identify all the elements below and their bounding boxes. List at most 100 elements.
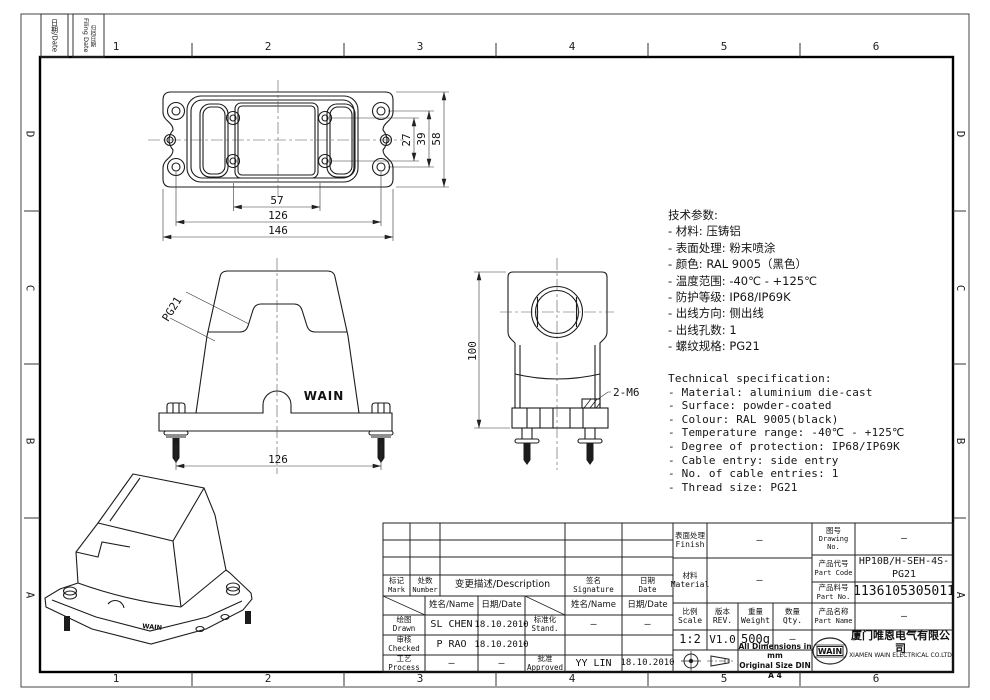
tech-note-zh: - 温度范围: -40℃ - +125℃ (668, 273, 817, 288)
row-drawn-date: 18.10.2010 (474, 619, 529, 630)
row-approved-name: YY LIN (575, 657, 612, 669)
drawing-no-label: 图号 Drawing No. (818, 525, 849, 552)
filing-date-zh: 归档日期 (89, 24, 96, 47)
zone-number-bottom-2: 2 (264, 672, 272, 685)
tech-note-zh: - 出线孔数: 1 (668, 322, 737, 337)
row-approved-date: 18.10.2010 (620, 658, 675, 669)
top-view-dimensions (162, 91, 449, 241)
zone-number-bottom-5: 5 (720, 672, 728, 685)
row-stand-date: – (644, 619, 651, 631)
zone-number-top-3: 3 (416, 40, 424, 53)
company-name-en: XIAMEN WAIN ELECTRICAL CO.LTD (849, 651, 952, 659)
part-no-label: 产品料号 Part No. (816, 583, 851, 601)
tech-notes-zh-title: 技术参数: (668, 208, 718, 222)
dim-inner-width: 57 (270, 194, 283, 207)
dim-total-height: 58 (430, 132, 443, 145)
tech-note-zh: - 螺纹规格: PG21 (668, 339, 760, 354)
tech-note-zh: - 颜色: RAL 9005（黑色） (668, 257, 808, 272)
rev-header-mark: 标记 Mark (388, 576, 405, 594)
filing-date-en: Filing Date (82, 18, 91, 53)
tech-note-zh: - 防护等级: IP68/IP69K (668, 290, 791, 305)
tech-note-en: - No. of cable entries: 1 (668, 467, 839, 481)
scale-label: 比例 Scale (677, 606, 703, 626)
date-box: 日期/Date (50, 18, 59, 53)
brand-front: WAIN (304, 389, 345, 403)
subheader-name-1: 姓名/Name (429, 599, 474, 610)
zone-letter-left-b: B (24, 437, 37, 445)
zone-number-top-1: 1 (112, 40, 120, 53)
drawing-no-value: – (900, 533, 908, 545)
subheader-date-2: 日期/Date (627, 599, 668, 610)
weight-value: 500g (741, 632, 770, 647)
zone-letter-right-b: B (954, 437, 968, 445)
tech-note-en: - Material: aluminium die-cast (668, 385, 873, 399)
rev-header-date: 日期 Date (638, 575, 657, 594)
zone-number-top-5: 5 (720, 40, 728, 53)
tech-note-zh: - 材料: 压铸铝 (668, 224, 741, 239)
row-stand-name: – (590, 619, 597, 631)
row-checked-label: 审核 Checked (388, 635, 420, 653)
row-checked-name: P RAO (436, 639, 467, 651)
rev-label: 版本 REV. (712, 606, 733, 626)
material-value: – (756, 574, 763, 586)
tech-note-en: - Cable entry: side entry (668, 453, 839, 467)
top-view-centerlines (148, 80, 404, 198)
row-stand-label: 标准化 Stand. (531, 615, 559, 633)
part-code-label: 产品代号 Part Code (814, 559, 853, 577)
side-view-linework (507, 271, 609, 465)
front-view-linework (158, 270, 394, 463)
wain-logo: WAIN (812, 637, 848, 665)
tech-note-en: - Temperature range: -40℃ - +125℃ (668, 426, 905, 440)
rev-value: V1.0 (709, 632, 736, 646)
zone-number-bottom-6: 6 (872, 672, 880, 685)
tech-note-zh: - 表面处理: 粉末喷涂 (668, 240, 776, 255)
dim-mid-height: 39 (415, 132, 428, 145)
part-code-value: HP10B/H-SEH-4S-PG21 (858, 556, 950, 580)
zone-number-bottom-4: 4 (568, 672, 576, 685)
zone-number-bottom-3: 3 (416, 672, 424, 685)
tech-notes-zh: 技术参数: - 材料: 压铸铝 - 表面处理: 粉末喷涂 - 颜色: RAL 9… (668, 207, 817, 355)
dim-bolt-width-top: 126 (268, 209, 288, 222)
wain-logo-text: WAIN (818, 647, 842, 656)
part-no-value: 1136105305011 (853, 584, 955, 600)
iso-view-linework (44, 473, 253, 645)
rev-header-signature: 签名 Signature (573, 575, 614, 594)
dim-height: 100 (466, 341, 479, 361)
material-label: 材料 Material (670, 570, 710, 590)
zone-letter-left-d: D (24, 130, 37, 138)
tech-note-en: - Degree of protection: IP68/IP69K (668, 439, 900, 453)
qty-label: 数量 Qty. (782, 606, 803, 626)
zone-number-top-4: 4 (568, 40, 576, 53)
part-name-label: 产品名称 Part Name (814, 607, 853, 625)
first-angle-projection-icon (681, 651, 701, 671)
top-view-linework (162, 91, 394, 188)
subheader-date-1: 日期/Date (481, 599, 522, 610)
row-drawn-label: 绘图 Drawn (392, 615, 416, 633)
zone-letter-right-a: A (954, 591, 968, 599)
zone-letter-left-a: A (24, 591, 37, 599)
row-checked-date: 18.10.2010 (474, 639, 529, 650)
cone-projection-icon (707, 655, 733, 667)
side-view-centerlines (500, 258, 614, 470)
stud-label: 2-M6 (613, 386, 640, 399)
qty-value: – (789, 634, 796, 646)
tech-notes-en-title: Technical specification: (668, 372, 832, 385)
row-process-date: – (498, 657, 505, 669)
thread-label: PG21 (159, 294, 184, 323)
row-process-name: – (448, 657, 455, 669)
finish-value: – (756, 534, 763, 546)
brand-iso: WAIN (142, 622, 162, 632)
tech-note-en: - Surface: powder-coated (668, 399, 832, 413)
dim-inner-height: 27 (400, 133, 413, 146)
tech-note-zh: - 出线方向: 侧出线 (668, 306, 764, 321)
part-name-value: – (900, 610, 908, 622)
tech-note-en: - Thread size: PG21 (668, 480, 798, 494)
subheader-name-2: 姓名/Name (571, 599, 616, 610)
front-view-annotations (169, 291, 382, 470)
row-approved-label: 批准 Approved (526, 653, 564, 672)
dimensions-note: All Dimensions in mm Original Size DIN A… (738, 641, 812, 680)
tech-notes-en: Technical specification: - Material: alu… (668, 372, 905, 494)
rev-header-description: 变更描述/Description (454, 579, 551, 591)
